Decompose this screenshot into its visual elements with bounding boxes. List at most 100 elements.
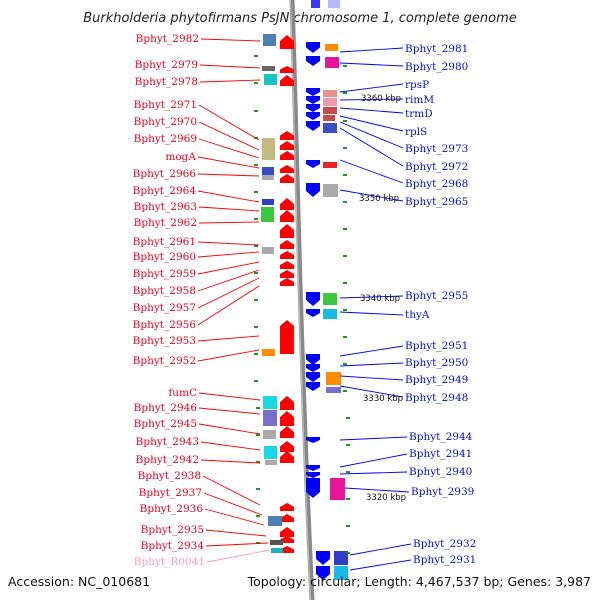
right-gene-label[interactable]: Bphyt_2931: [413, 554, 476, 566]
connector-line: [198, 104, 260, 141]
left-gene-label[interactable]: Bphyt_2978: [135, 76, 198, 88]
grid-tick: [346, 498, 350, 500]
left-gene-label[interactable]: Bphyt_R0041: [134, 556, 205, 568]
left-gene-label[interactable]: Bphyt_2957: [133, 302, 196, 314]
forward-gene-arrow: [280, 527, 294, 537]
kbp-marker: 3360 kbp: [361, 94, 401, 104]
left-gene-label[interactable]: Bphyt_2979: [135, 59, 198, 71]
left-gene-label[interactable]: Bphyt_2961: [133, 236, 196, 248]
right-gene-label[interactable]: Bphyt_2980: [405, 61, 468, 73]
left-gene-label[interactable]: Bphyt_2966: [133, 168, 197, 180]
connector-line: [198, 138, 260, 159]
right-gene-label[interactable]: Bphyt_2950: [405, 357, 468, 369]
connector-line: [205, 542, 269, 547]
gene-function-box: [265, 460, 277, 465]
grid-tick: [256, 488, 260, 490]
left-gene-label[interactable]: Bphyt_2945: [134, 418, 197, 430]
connector-line: [339, 115, 404, 132]
left-gene-label[interactable]: mogA: [165, 151, 196, 163]
connector-line: [200, 459, 261, 464]
forward-gene-arrow: [280, 426, 294, 438]
left-gene-label[interactable]: Bphyt_2969: [134, 133, 197, 145]
right-gene-label[interactable]: Bphyt_2941: [409, 448, 472, 460]
connector-line: [339, 436, 408, 441]
right-gene-label[interactable]: Bphyt_2973: [405, 143, 468, 155]
right-gene-label[interactable]: Bphyt_2968: [405, 178, 468, 190]
forward-gene-arrow: [280, 210, 294, 222]
left-gene-label[interactable]: Bphyt_2960: [133, 251, 196, 263]
forward-gene-arrow: [280, 165, 294, 173]
grid-tick: [254, 55, 258, 57]
connector-line: [197, 156, 260, 169]
right-gene-label[interactable]: rplS: [405, 126, 427, 138]
left-gene-label[interactable]: Bphyt_2952: [133, 355, 196, 367]
grid-tick: [346, 552, 350, 554]
left-gene-label[interactable]: Bphyt_2962: [134, 217, 197, 229]
left-gene-label[interactable]: Bphyt_2956: [133, 319, 197, 331]
right-gene-label[interactable]: rimM: [405, 94, 434, 106]
left-gene-label[interactable]: Bphyt_2937: [139, 487, 202, 499]
left-gene-label[interactable]: Bphyt_2938: [138, 470, 201, 482]
right-gene-label[interactable]: Bphyt_2972: [405, 161, 468, 173]
reverse-gene-arrow: [306, 42, 320, 53]
left-gene-label[interactable]: Bphyt_2959: [133, 268, 196, 280]
grid-tick: [254, 82, 258, 84]
right-gene-label[interactable]: Bphyt_2939: [411, 486, 474, 498]
left-gene-label[interactable]: Bphyt_2970: [134, 116, 197, 128]
grid-tick: [343, 390, 347, 392]
left-gene-label[interactable]: Bphyt_2935: [141, 524, 204, 536]
gene-function-box: [323, 184, 338, 197]
left-gene-label[interactable]: Bphyt_2953: [133, 335, 196, 347]
connector-line: [339, 159, 404, 184]
right-gene-label[interactable]: Bphyt_2948: [405, 392, 468, 404]
reverse-gene-arrow: [306, 478, 320, 498]
right-gene-label[interactable]: thyA: [405, 309, 430, 321]
grid-tick: [256, 461, 260, 463]
right-gene-label[interactable]: trmD: [405, 108, 433, 120]
connector-line: [339, 189, 404, 202]
forward-gene-arrow: [280, 66, 294, 73]
gene-function-box: [264, 74, 277, 85]
forward-gene-arrow: [280, 278, 294, 286]
grid-tick: [343, 228, 347, 230]
left-gene-label[interactable]: Bphyt_2943: [136, 436, 199, 448]
left-gene-label[interactable]: Bphyt_2982: [136, 33, 199, 45]
reverse-gene-arrow: [306, 364, 320, 372]
gene-function-box: [334, 551, 348, 565]
grid-tick: [346, 525, 350, 527]
connector-line: [197, 349, 260, 362]
right-gene-label[interactable]: Bphyt_2932: [413, 538, 476, 550]
right-gene-labels: Bphyt_2981 Bphyt_2980 rpsP rimM trmD rpl…: [405, 43, 476, 566]
left-gene-label[interactable]: Bphyt_2971: [134, 99, 197, 111]
right-gene-label[interactable]: Bphyt_2951: [405, 340, 468, 352]
grid-tick: [256, 407, 260, 409]
gene-function-box: [262, 349, 275, 356]
connector-line: [199, 64, 261, 69]
grid-tick: [343, 174, 347, 176]
left-gene-label[interactable]: Bphyt_2934: [141, 540, 205, 552]
forward-gene-arrow: [280, 198, 294, 210]
forward-gene-arrow: [280, 75, 294, 86]
left-gene-label[interactable]: Bphyt_2936: [140, 503, 204, 515]
left-gene-label[interactable]: Bphyt_2958: [133, 285, 196, 297]
right-gene-label[interactable]: Bphyt_2949: [405, 374, 468, 386]
left-gene-label[interactable]: fumC: [168, 387, 197, 399]
connector-line: [339, 385, 404, 398]
right-gene-label[interactable]: Bphyt_2981: [405, 43, 468, 55]
gene-function-box: [263, 34, 276, 46]
left-gene-label[interactable]: Bphyt_2942: [136, 454, 199, 466]
right-gene-label[interactable]: Bphyt_2944: [409, 431, 473, 443]
right-gene-label[interactable]: Bphyt_2965: [405, 196, 468, 208]
right-gene-label[interactable]: Bphyt_2955: [405, 290, 468, 302]
map-title: Burkholderia phytofirmans PsJN chromosom…: [83, 11, 517, 26]
left-gene-label[interactable]: Bphyt_2946: [134, 402, 198, 414]
right-gene-label[interactable]: rpsP: [405, 79, 429, 91]
right-gene-label[interactable]: Bphyt_2940: [409, 466, 472, 478]
gene-function-box: [263, 430, 276, 439]
left-gene-label[interactable]: Bphyt_2963: [134, 201, 197, 213]
left-gene-label[interactable]: Bphyt_2964: [133, 185, 197, 197]
gene-function-box: [262, 175, 274, 180]
grid-tick: [254, 164, 258, 166]
connector-line: [206, 549, 271, 563]
reverse-gene-arrow: [306, 382, 320, 391]
